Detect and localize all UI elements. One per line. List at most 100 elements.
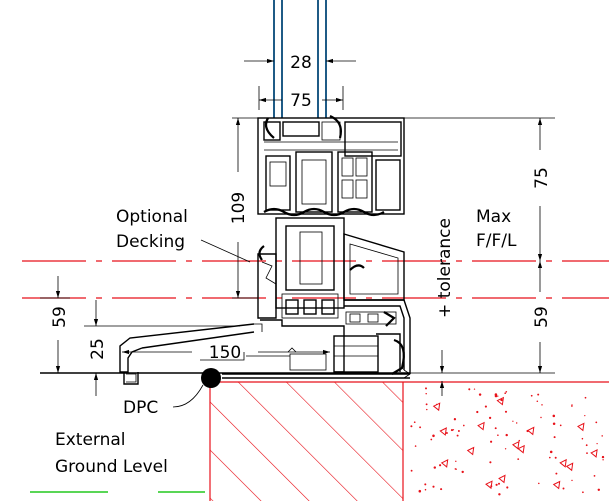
label-ffl-2: F/F/L bbox=[476, 231, 517, 251]
concrete-speck bbox=[582, 491, 584, 494]
concrete-speck bbox=[596, 442, 598, 445]
concrete-speck bbox=[490, 440, 493, 443]
glass-panes bbox=[273, 0, 327, 118]
concrete-speck bbox=[425, 387, 427, 390]
concrete-speck bbox=[552, 422, 556, 426]
concrete-speck bbox=[537, 393, 540, 396]
dim-upper-height: 75 bbox=[532, 167, 552, 189]
concrete-speck bbox=[430, 438, 433, 441]
concrete-aggregate bbox=[496, 396, 505, 406]
dim-glass-gap: 28 bbox=[290, 53, 312, 73]
concrete-speck bbox=[414, 445, 417, 447]
concrete-aggregate bbox=[526, 426, 535, 436]
concrete-speck bbox=[445, 432, 448, 434]
concrete-speck bbox=[597, 488, 600, 491]
concrete-aggregate bbox=[432, 402, 441, 412]
concrete-speck bbox=[601, 435, 603, 437]
concrete-speck bbox=[473, 388, 476, 390]
dim-sill-projection: 150 bbox=[209, 343, 241, 363]
datum-lines bbox=[22, 260, 609, 493]
concrete-speck bbox=[549, 450, 553, 454]
concrete-speck bbox=[541, 404, 543, 406]
concrete-speck bbox=[418, 489, 422, 493]
concrete-speck bbox=[457, 430, 460, 432]
dpc-membrane-marker bbox=[201, 368, 221, 388]
concrete-speck bbox=[530, 394, 533, 397]
concrete-speck bbox=[552, 414, 556, 418]
concrete-speck bbox=[559, 424, 562, 427]
dim-lower-height: 59 bbox=[532, 306, 552, 328]
concrete-speck bbox=[439, 464, 442, 467]
concrete-speck bbox=[601, 455, 605, 459]
concrete-aggregate bbox=[485, 480, 493, 490]
concrete-speck bbox=[433, 466, 436, 469]
concrete-speck bbox=[461, 470, 464, 474]
dim-frame-width: 75 bbox=[290, 91, 312, 111]
concrete-speck bbox=[553, 436, 556, 439]
concrete-speck bbox=[571, 405, 573, 407]
concrete-speck bbox=[494, 393, 498, 396]
concrete-speck bbox=[497, 482, 501, 485]
label-decking-1: Optional bbox=[116, 207, 188, 227]
concrete-aggregate bbox=[590, 449, 598, 458]
concrete-speck bbox=[538, 482, 540, 485]
concrete-speck bbox=[425, 392, 427, 395]
concrete-speck bbox=[424, 483, 427, 486]
concrete-speck bbox=[505, 391, 508, 393]
concrete-speck bbox=[462, 424, 465, 427]
concrete-speck bbox=[432, 485, 435, 488]
concrete-speck bbox=[498, 493, 501, 496]
concrete-speck bbox=[489, 461, 492, 464]
concrete-speck bbox=[488, 416, 492, 420]
concrete-speck bbox=[581, 437, 584, 440]
dim-left-height: 59 bbox=[50, 306, 70, 328]
concrete-speck bbox=[454, 468, 457, 470]
concrete-speck bbox=[505, 433, 508, 437]
concrete-speck bbox=[410, 425, 413, 428]
label-dpc: DPC bbox=[123, 398, 158, 418]
concrete-aggregate bbox=[511, 440, 520, 450]
concrete-speck bbox=[455, 460, 457, 463]
concrete-speck bbox=[602, 459, 604, 461]
concrete-speck bbox=[425, 403, 428, 406]
dim-sill-height: 25 bbox=[88, 338, 108, 360]
concrete-speck bbox=[584, 414, 586, 417]
concrete-speck bbox=[554, 456, 557, 459]
concrete-speck bbox=[419, 426, 422, 429]
concrete-aggregate bbox=[498, 474, 506, 484]
concrete-speck bbox=[453, 418, 457, 421]
concrete-speck bbox=[585, 444, 588, 447]
concrete-speck bbox=[410, 469, 413, 472]
concrete-speck bbox=[540, 416, 542, 419]
concrete-speck bbox=[497, 434, 499, 436]
concrete-aggregate bbox=[559, 458, 567, 468]
concrete-speck bbox=[494, 427, 497, 430]
concrete-speck bbox=[495, 483, 498, 486]
concrete-aggregate bbox=[440, 459, 449, 468]
concrete-speck bbox=[506, 486, 509, 489]
concrete-speck bbox=[497, 395, 499, 397]
concrete-aggregate bbox=[466, 446, 475, 456]
label-ground-2: Ground Level bbox=[55, 457, 168, 477]
label-ground-1: External bbox=[55, 430, 126, 450]
concrete-speck bbox=[504, 392, 507, 395]
label-decking-2: Decking bbox=[116, 232, 185, 252]
concrete-speck bbox=[440, 488, 443, 491]
concrete-speck bbox=[468, 388, 471, 391]
concrete-speck bbox=[432, 434, 435, 438]
concrete-speck bbox=[456, 434, 459, 437]
concrete-speck bbox=[478, 393, 482, 396]
concrete-speck bbox=[426, 408, 428, 411]
concrete-aggregate bbox=[439, 427, 447, 436]
window-frame-profile bbox=[40, 114, 411, 385]
concrete-speck bbox=[555, 472, 558, 475]
concrete-speck bbox=[595, 421, 598, 424]
concrete-speck bbox=[593, 475, 596, 477]
concrete-speck bbox=[484, 405, 487, 408]
concrete-aggregate bbox=[517, 444, 525, 454]
concrete-aggregate bbox=[552, 480, 561, 490]
concrete-screed bbox=[410, 387, 605, 496]
concrete-speck bbox=[512, 420, 514, 422]
concrete-speck bbox=[518, 439, 521, 442]
